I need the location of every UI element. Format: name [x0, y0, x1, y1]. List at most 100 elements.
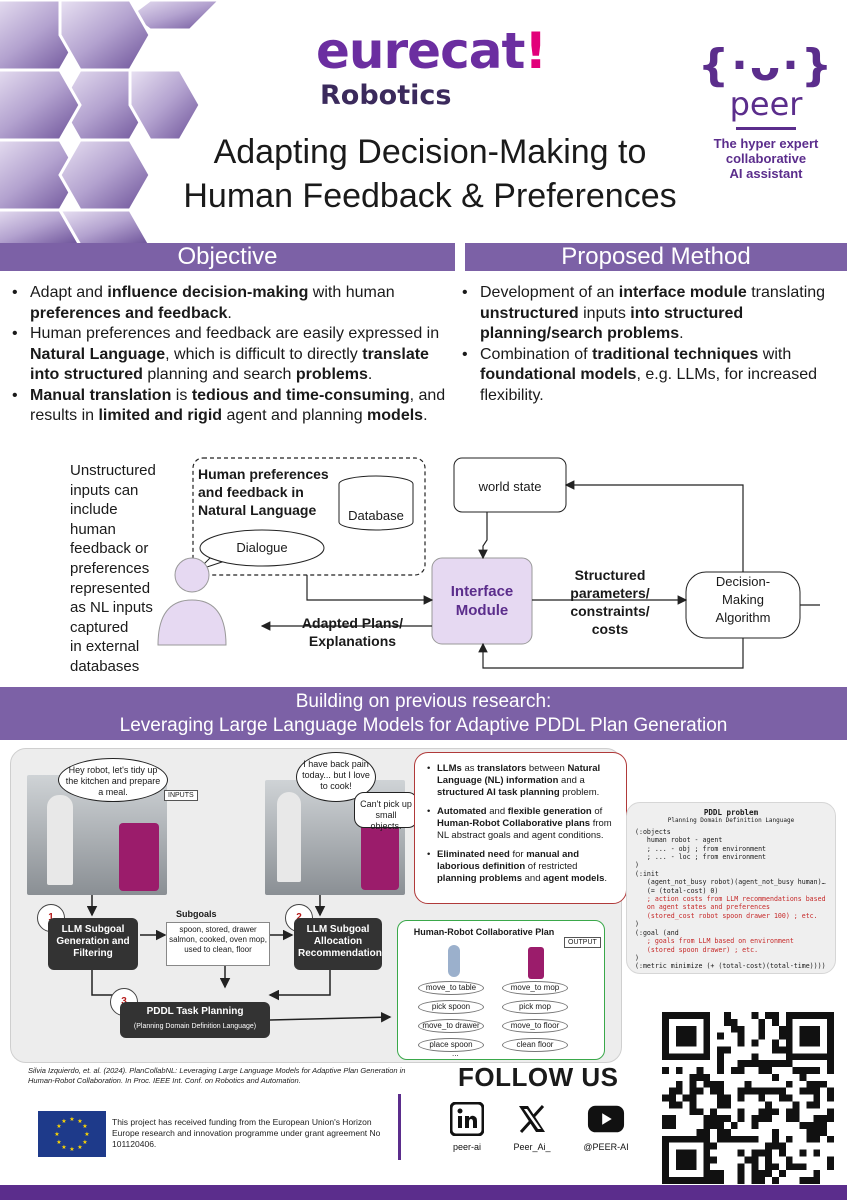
- objective-list: Adapt and influence decision-making with…: [8, 283, 458, 427]
- output-tag: OUTPUT: [564, 937, 601, 948]
- svg-text:★: ★: [56, 1123, 61, 1130]
- eurecat-logo-text: eurecat: [316, 22, 525, 80]
- step-3-pddl-task-planning: PDDL Task Planning (Planning Domain Defi…: [120, 1002, 270, 1038]
- citation: Silvia Izquierdo, et. al. (2024). PlanCo…: [28, 1066, 406, 1085]
- proposed-method-heading: Proposed Method: [465, 243, 847, 271]
- speech-bubble-1: Hey robot, let's tidy up the kitchen and…: [58, 758, 168, 802]
- llm-benefits-box: LLMs as translators between Natural Lang…: [414, 752, 627, 904]
- speech-bubble-3: Can't pick up small objects.: [354, 792, 418, 831]
- pddl-code-line: ): [635, 920, 639, 929]
- pddl-code-line: ): [635, 953, 639, 962]
- pddl-title: PDDL problem: [703, 808, 759, 817]
- youtube-icon: [587, 1100, 625, 1138]
- svg-text:★: ★: [56, 1139, 61, 1146]
- step-1-llm-subgoal-generation: LLM Subgoal Generation and Filtering: [48, 918, 138, 970]
- plan-action-pill: move_to mop: [502, 981, 568, 995]
- qr-code[interactable]: [662, 1012, 834, 1184]
- svg-text:★: ★: [82, 1123, 87, 1130]
- footer-bar: [0, 1185, 847, 1200]
- linkedin-link[interactable]: peer-ai: [440, 1100, 494, 1152]
- svg-text:★: ★: [77, 1144, 82, 1151]
- pddl-code-line: (= (total-cost) 0): [635, 886, 719, 895]
- linkedin-icon: [448, 1100, 486, 1138]
- inputs-tag: INPUTS: [164, 790, 198, 801]
- plan-action-pill: move_to drawer: [418, 1019, 484, 1033]
- objective-item-2: Human preferences and feedback are easil…: [8, 324, 458, 386]
- world-state-label: world state: [478, 479, 542, 494]
- label-line: Structured: [574, 567, 646, 583]
- svg-text:★: ★: [61, 1118, 66, 1125]
- pddl-code-line: (:objects: [635, 827, 671, 836]
- pddl-code-line: ; ... - obj ; from environment: [635, 844, 767, 853]
- pddl-comment-line: on agent states and preferences: [635, 903, 770, 912]
- pddl-code-line: ; ... - loc ; from environment: [635, 853, 767, 862]
- note-line: captured: [70, 618, 129, 636]
- note-line: preferences: [70, 559, 150, 577]
- label-line: and feedback in: [198, 484, 304, 500]
- database-label: Database: [348, 508, 404, 523]
- x-link[interactable]: Peer_Ai_: [505, 1100, 559, 1152]
- architecture-diagram: Unstructured inputs can include human fe…: [0, 450, 847, 685]
- follow-us-heading: FOLLOW US: [458, 1062, 619, 1092]
- note-line: human: [70, 520, 116, 538]
- pddl-subtitle: Planning Domain Definition Language: [667, 817, 795, 825]
- robot-agent-icon: [528, 947, 544, 979]
- page-title: Adapting Decision-Making to Human Feedba…: [150, 130, 710, 218]
- title-line-2: Human Feedback & Preferences: [183, 177, 677, 215]
- eurecat-logo: eurecat!: [316, 22, 547, 80]
- note-line: databases: [70, 657, 140, 675]
- collaborative-plan-box: Human-Robot Collaborative Plan OUTPUT mo…: [397, 920, 605, 1060]
- note-line: include: [70, 501, 118, 519]
- pddl-code: (:objects human robot - agent ; ... - ob…: [635, 828, 827, 971]
- objective-heading: Objective: [0, 243, 455, 271]
- pddl-comment-line: (stored spoon drawer) ; etc.: [635, 945, 759, 954]
- hexagon-decoration: [0, 0, 223, 247]
- note-line: represented: [70, 579, 151, 597]
- human-agent-icon: [448, 945, 460, 977]
- benefit-item-3: Eliminated need for manual and laborious…: [427, 849, 618, 885]
- adapted-plans-label: Adapted Plans/ Explanations: [290, 614, 415, 650]
- peer-logo: {·ᴗ·} peer The hyper expert collaborativ…: [696, 40, 836, 181]
- plan-action-pill: pick spoon: [418, 1000, 484, 1014]
- interface-module-label: Interface Module: [432, 582, 532, 620]
- plan-action-pill: move_to table: [418, 981, 484, 995]
- structured-parameters-label: Structured parameters/ constraints/ cost…: [556, 566, 664, 638]
- note-line: feedback or: [70, 540, 149, 558]
- unstructured-inputs-note: Unstructured inputs can include human fe…: [70, 461, 180, 677]
- note-line: as NL inputs: [70, 599, 153, 617]
- peer-tagline-3: AI assistant: [729, 166, 803, 181]
- objective-item-1: Adapt and influence decision-making with…: [8, 283, 458, 324]
- label-line: Algorithm: [715, 610, 771, 625]
- pddl-comment-line: ; goals from LLM based on environment: [635, 937, 794, 946]
- svg-text:★: ★: [61, 1144, 66, 1151]
- svg-text:★: ★: [84, 1131, 89, 1138]
- plan-ellipsis: ...: [452, 1049, 459, 1058]
- label-line: costs: [591, 621, 629, 637]
- pddl-code-line: human robot - agent: [635, 836, 723, 845]
- svg-text:★: ★: [69, 1116, 74, 1123]
- banner-line-1: Building on previous research:: [295, 691, 552, 712]
- youtube-link[interactable]: @PEER-AI: [574, 1100, 638, 1152]
- proposed-method-list: Development of an interface module trans…: [458, 283, 843, 406]
- label-line: Interface: [450, 583, 514, 600]
- benefit-item-1: LLMs as translators between Natural Lang…: [427, 763, 618, 799]
- svg-text:★: ★: [77, 1118, 82, 1125]
- eu-flag-icon: ★★★★ ★★★★ ★★★★: [38, 1111, 106, 1157]
- title-line-1: Adapting Decision-Making to: [213, 133, 647, 171]
- peer-tagline-1: The hyper expert: [713, 136, 819, 151]
- plan-action-pill: pick mop: [502, 1000, 568, 1014]
- peer-divider: [736, 127, 796, 130]
- benefit-item-2: Automated and flexible generation of Hum…: [427, 806, 618, 842]
- human-preferences-box-label: Human preferences and feedback in Natura…: [198, 465, 348, 519]
- banner-line-2: Leveraging Large Language Models for Ada…: [119, 715, 728, 736]
- note-line: in external: [70, 638, 140, 656]
- pddl-code-line: (agent_not_busy robot)(agent_not_busy hu…: [635, 878, 826, 887]
- funding-statement: This project has received funding from t…: [112, 1117, 381, 1149]
- plan-action-pill: place spoon: [418, 1038, 484, 1052]
- x-icon: [513, 1100, 551, 1138]
- proposed-item-2: Combination of traditional techniques wi…: [458, 345, 843, 407]
- x-handle: Peer_Ai_: [513, 1142, 551, 1152]
- pddl-code-line: (:goal (and: [635, 928, 679, 937]
- robotics-logo-text: Robotics: [320, 80, 452, 111]
